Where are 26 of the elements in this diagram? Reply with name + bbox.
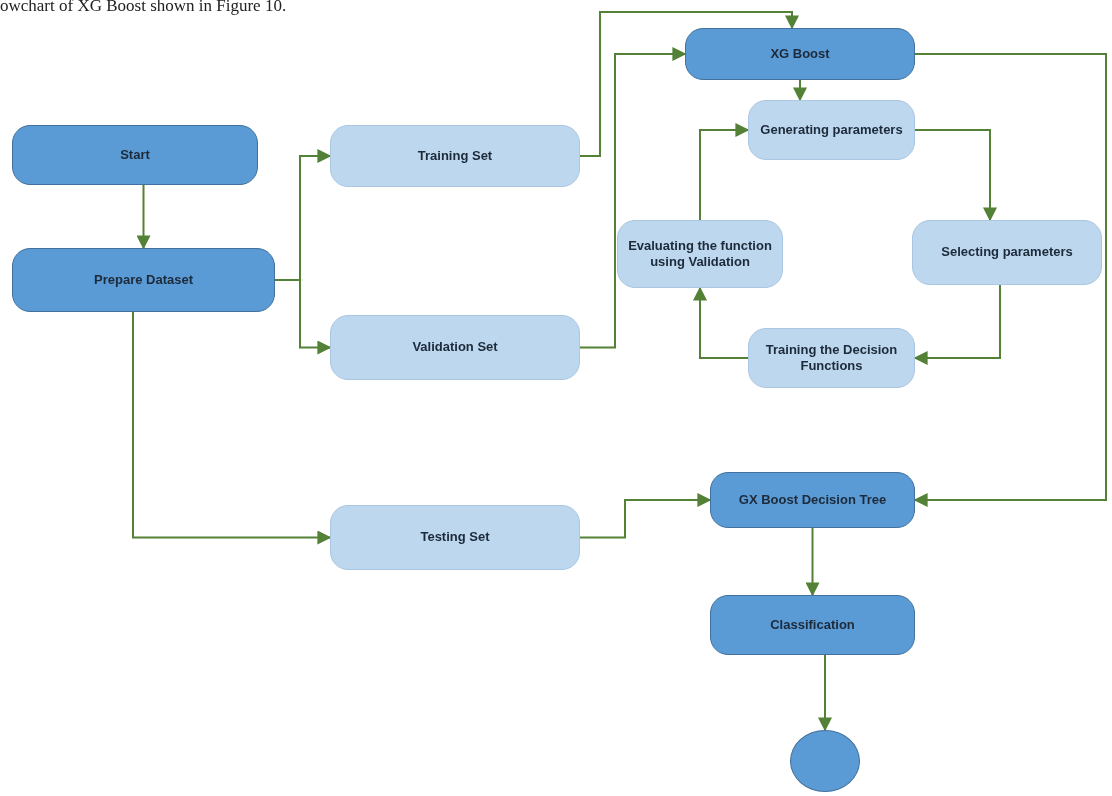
arrow (579, 47, 687, 349)
arrow (914, 129, 997, 222)
arrow (805, 527, 820, 597)
arrow (913, 284, 1001, 365)
arrow (913, 53, 1107, 507)
arrow (136, 184, 151, 250)
step-box: Validation Set (330, 315, 580, 380)
process-box: Start (12, 125, 258, 185)
arrow (132, 311, 332, 545)
step-box: Selecting parameters (912, 220, 1102, 285)
arrow (693, 286, 749, 359)
step-box: Training Set (330, 125, 580, 187)
arrow (818, 654, 832, 732)
arrow (793, 79, 807, 102)
process-box: Classification (710, 595, 915, 655)
process-box: XG Boost (685, 28, 915, 80)
arrow (579, 493, 712, 539)
step-box: Generating parameters (748, 100, 915, 160)
step-box: Testing Set (330, 505, 580, 570)
arrow (579, 11, 799, 157)
step-box: Training the Decision Functions (748, 328, 915, 388)
step-box: Evaluating the function using Validation (617, 220, 783, 288)
process-box: Prepare Dataset (12, 248, 275, 312)
arrow (699, 123, 750, 221)
arrow (274, 279, 332, 355)
process-box: GX Boost Decision Tree (710, 472, 915, 528)
